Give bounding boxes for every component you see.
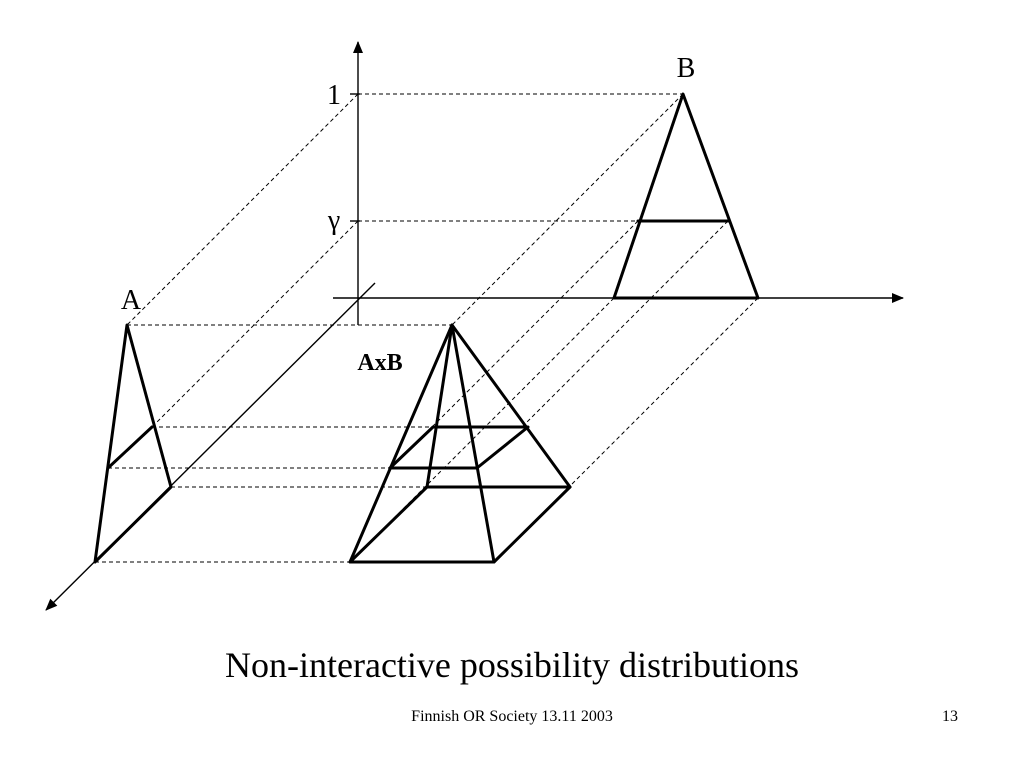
product-pyramid-shape [348,323,572,564]
tick-one-label: 1 [327,80,341,111]
tick-gamma-label: γ [327,205,340,236]
distribution-b-shape [612,92,760,300]
distribution-a-shape [93,323,173,564]
page-number: 13 [942,708,958,725]
label-a: A [121,285,142,316]
footer-text: Finnish OR Society 13.11 2003 [411,708,613,725]
label-product: AxB [357,350,402,376]
slide-title: Non-interactive possibility distribution… [225,645,799,685]
label-b: B [677,53,696,84]
